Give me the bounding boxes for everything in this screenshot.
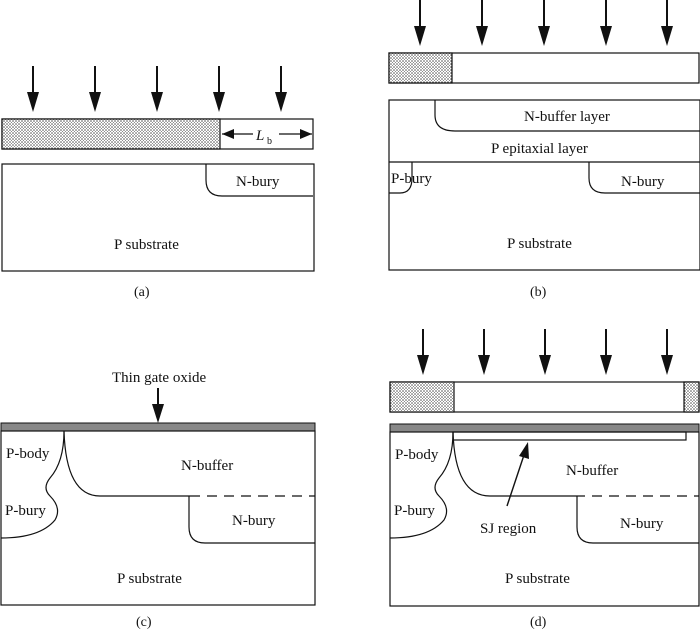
- gate-oxide-layer: [0, 422, 316, 432]
- implant-arrow: [537, 0, 551, 47]
- panel-c: Thin gate oxide P-body N-buffer P-bury N…: [0, 370, 316, 630]
- p-body-p-bury-boundary: [0, 430, 65, 539]
- sj-region-box: [452, 431, 687, 441]
- substrate-box: [0, 430, 316, 606]
- implant-arrow: [538, 328, 552, 376]
- implant-arrow: [475, 0, 489, 47]
- caption-b: (b): [530, 285, 547, 300]
- p-body-p-bury-boundary: [389, 431, 454, 539]
- implant-arrow: [26, 65, 40, 113]
- caption-d: (d): [530, 615, 547, 630]
- p-epitaxial-layer-label: P epitaxial layer: [491, 141, 588, 157]
- p-bury-label: P-bury: [391, 171, 432, 187]
- implant-arrows: [26, 65, 288, 113]
- substrate-box: [388, 99, 700, 271]
- n-bury-boundary: [188, 496, 315, 544]
- n-bury-label: N-bury: [236, 174, 280, 190]
- lb-subscript: b: [267, 136, 272, 147]
- mask-dotted-region-right: [683, 381, 700, 413]
- implant-arrow: [599, 328, 613, 376]
- n-buffer-boundary: [434, 100, 700, 132]
- n-bury-boundary: [205, 164, 313, 197]
- p-body-label: P-body: [395, 447, 439, 463]
- implant-mask: [1, 118, 314, 150]
- p-substrate-label: P substrate: [507, 236, 572, 252]
- implant-arrow: [660, 0, 674, 47]
- n-bury-boundary: [588, 162, 700, 194]
- mask-dotted-region-left: [389, 381, 455, 413]
- caption-a: (a): [134, 285, 150, 300]
- n-buffer-layer-label: N-buffer layer: [524, 109, 610, 125]
- sj-region-label: SJ region: [480, 521, 537, 537]
- implant-arrow: [660, 328, 674, 376]
- implant-arrow: [150, 65, 164, 113]
- lb-dimension: L b: [222, 123, 312, 147]
- implant-mask: [388, 52, 700, 84]
- sj-region-pointer-arrow: [506, 442, 529, 507]
- implant-arrow: [416, 328, 430, 376]
- implant-arrow: [212, 65, 226, 113]
- n-bury-label: N-bury: [620, 516, 664, 532]
- p-substrate-label: P substrate: [117, 571, 182, 587]
- thin-gate-oxide-label: Thin gate oxide: [112, 370, 206, 386]
- mask-dotted-region: [1, 118, 221, 150]
- implant-arrow: [274, 65, 288, 113]
- implant-arrow: [413, 0, 427, 47]
- gate-oxide-layer: [389, 423, 700, 433]
- implant-arrows: [413, 0, 674, 47]
- p-bury-label: P-bury: [394, 503, 435, 519]
- p-substrate-label: P substrate: [114, 237, 179, 253]
- implant-arrow: [88, 65, 102, 113]
- gate-oxide-arrow: [152, 388, 164, 423]
- implant-arrow: [477, 328, 491, 376]
- n-bury-label: N-bury: [621, 174, 665, 190]
- n-bury-label: N-bury: [232, 513, 276, 529]
- n-buffer-boundary: [63, 430, 190, 497]
- n-buffer-label: N-buffer: [566, 463, 618, 479]
- n-bury-boundary: [576, 496, 699, 544]
- substrate-box: [1, 163, 315, 272]
- panel-d: P-body N-buffer P-bury SJ region N-bury …: [389, 328, 700, 630]
- implant-mask: [389, 381, 700, 413]
- lb-label: L: [255, 128, 264, 144]
- n-buffer-label: N-buffer: [181, 458, 233, 474]
- panel-b: N-buffer layer P epitaxial layer P-bury …: [388, 0, 700, 300]
- p-bury-boundary: [389, 162, 413, 194]
- p-bury-label: P-bury: [5, 503, 46, 519]
- p-substrate-label: P substrate: [505, 571, 570, 587]
- p-body-label: P-body: [6, 446, 50, 462]
- mask-dotted-region: [388, 52, 453, 84]
- n-buffer-boundary: [452, 431, 575, 497]
- panel-a: L b N-bury P substrate (a): [1, 65, 315, 300]
- implant-arrow: [599, 0, 613, 47]
- implant-arrows: [416, 328, 674, 376]
- caption-c: (c): [136, 615, 152, 630]
